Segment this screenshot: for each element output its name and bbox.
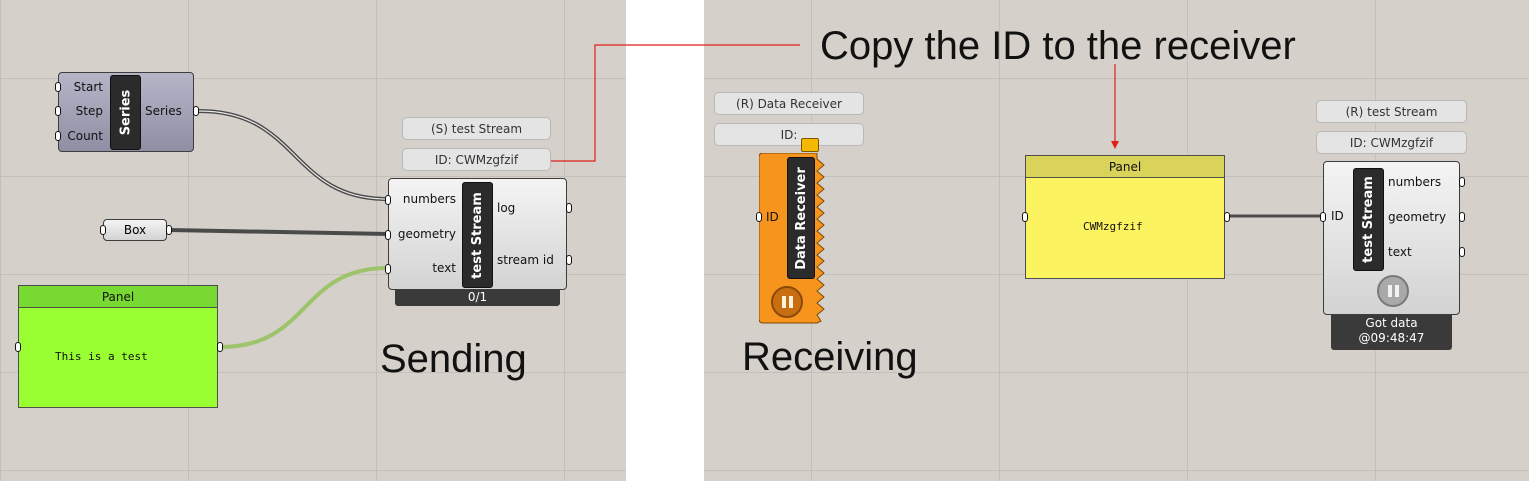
input-grip[interactable] [1320, 212, 1326, 222]
receiver-nickname: Data Receiver [787, 157, 815, 279]
input-geometry-label: geometry [397, 227, 456, 241]
stream-sender-nickname: test Stream [462, 182, 493, 288]
series-nickname: Series [110, 75, 141, 150]
input-grip[interactable] [55, 131, 61, 141]
input-grip[interactable] [385, 230, 391, 240]
panel-title: Panel [1026, 156, 1224, 178]
series-component[interactable]: Start Step Count Series Series [55, 72, 199, 152]
stream-receiver-name-label: (R) test Stream [1316, 100, 1467, 123]
output-grip[interactable] [1459, 247, 1465, 257]
input-grip[interactable] [100, 225, 106, 235]
input-grip[interactable] [15, 342, 21, 352]
output-grip[interactable] [566, 203, 572, 213]
input-grip[interactable] [55, 82, 61, 92]
box-param[interactable]: Box [100, 219, 172, 241]
stream-name-label: (S) test Stream [402, 117, 551, 140]
input-count-label: Count [67, 129, 103, 143]
output-grip[interactable] [193, 106, 199, 116]
status-line-1: Got data [1365, 316, 1418, 330]
input-grip[interactable] [385, 264, 391, 274]
pause-icon[interactable] [771, 286, 803, 318]
receiving-heading: Receiving [742, 335, 918, 379]
panel-title: Panel [19, 286, 217, 308]
input-numbers-label: numbers [402, 192, 456, 206]
input-text-label: text [432, 261, 456, 275]
pause-icon[interactable] [1377, 275, 1409, 307]
input-step-label: Step [75, 104, 103, 118]
output-grip[interactable] [1459, 212, 1465, 222]
receiver-id-label[interactable]: ID: [714, 123, 864, 146]
output-log-label: log [497, 201, 516, 215]
receiver-name-label: (R) Data Receiver [714, 92, 864, 115]
sending-canvas[interactable]: Start Step Count Series Series Box Panel… [0, 0, 626, 481]
receiving-canvas[interactable]: (R) Data Receiver ID: Data Receiver ID P… [704, 0, 1529, 481]
output-grip[interactable] [217, 342, 223, 352]
text-panel[interactable]: Panel This is a test [15, 285, 223, 408]
stream-receiver-component[interactable]: ID test Stream numbers geometry text [1320, 161, 1465, 315]
sending-wires [168, 109, 389, 349]
input-grip[interactable] [55, 106, 61, 116]
message-bubble-icon[interactable] [801, 138, 819, 152]
sending-heading: Sending [380, 337, 527, 381]
output-stream-id-label: stream id [497, 253, 554, 267]
output-numbers-label: numbers [1388, 175, 1442, 189]
stream-receiver-nickname: test Stream [1353, 168, 1384, 271]
data-receiver-component[interactable]: Data Receiver ID [756, 153, 825, 324]
output-grip[interactable] [166, 225, 172, 235]
input-id-label: ID [1331, 209, 1344, 223]
output-grip[interactable] [1224, 212, 1230, 222]
output-series-label: Series [145, 104, 182, 118]
input-start-label: Start [73, 80, 103, 94]
box-param-label: Box [123, 223, 147, 237]
output-grip[interactable] [1459, 177, 1465, 187]
status-line-2: @09:48:47 [1358, 331, 1425, 345]
output-grip[interactable] [566, 255, 572, 265]
wire-box-to-geometry [168, 228, 388, 236]
wire-panel-to-text [220, 266, 388, 349]
stream-id-label[interactable]: ID: CWMzgfzif [402, 148, 551, 171]
stream-receiver-status: Got data @09:48:47 [1331, 315, 1452, 350]
stream-sender-status: 0/1 [395, 290, 560, 306]
stream-sender-component[interactable]: numbers geometry text test Stream log st… [385, 178, 572, 290]
annotation-text: Copy the ID to the receiver [820, 24, 1296, 68]
panel-content[interactable]: CWMzgfzif [1083, 220, 1143, 233]
input-grip[interactable] [756, 212, 762, 222]
input-grip[interactable] [1022, 212, 1028, 222]
input-id-label: ID [766, 210, 779, 224]
output-geometry-label: geometry [1388, 210, 1447, 224]
input-grip[interactable] [385, 195, 391, 205]
stream-receiver-id-label[interactable]: ID: CWMzgfzif [1316, 131, 1467, 154]
receiving-wires [1111, 64, 1323, 218]
id-panel[interactable]: Panel CWMzgfzif [1022, 155, 1230, 279]
output-text-label: text [1388, 245, 1412, 259]
panel-content[interactable]: This is a test [55, 350, 148, 363]
